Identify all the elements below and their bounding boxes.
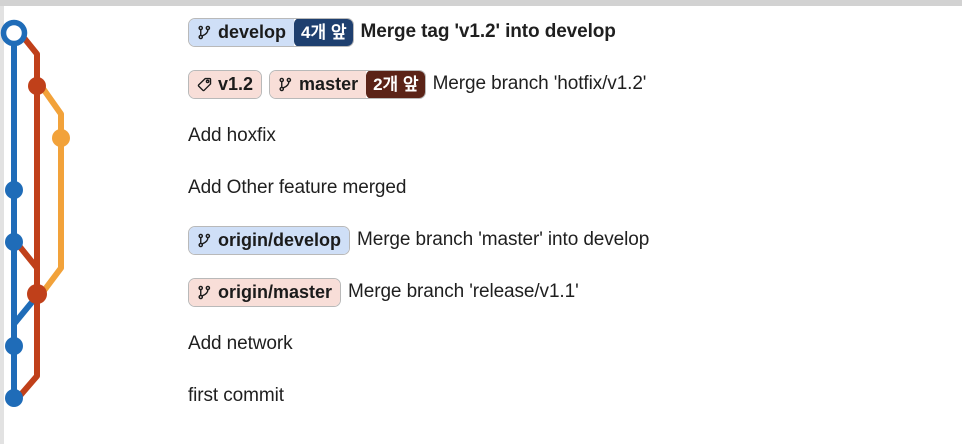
commit-row[interactable]: origin/develop Merge branch 'master' int… — [120, 214, 649, 266]
commit-graph-column — [0, 6, 120, 444]
commit-message: first commit — [188, 385, 284, 406]
commit-message: Add network — [188, 333, 293, 354]
commit-node-head[interactable] — [0, 19, 28, 47]
ref-badge-origin-master[interactable]: origin/master — [188, 277, 342, 307]
commit-message: Merge tag 'v1.2' into develop — [360, 21, 616, 42]
commit-node[interactable] — [28, 77, 46, 95]
commit-graph-svg — [0, 19, 70, 407]
ref-ahead-count: 4개 앞 — [294, 18, 353, 46]
ref-label: master — [299, 74, 359, 94]
commit-node[interactable] — [52, 129, 70, 147]
graph-pane-left-border — [0, 6, 4, 444]
commit-node[interactable] — [5, 181, 23, 199]
commit-message: Merge branch 'release/v1.1' — [348, 281, 579, 302]
commit-row[interactable]: Add network — [120, 318, 293, 370]
commit-node[interactable] — [5, 233, 23, 251]
commit-message: Merge branch 'master' into develop — [357, 229, 650, 250]
git-branch-icon — [196, 284, 213, 301]
commit-row[interactable]: Add hoxfix — [120, 110, 276, 162]
commit-row[interactable]: origin/master Merge branch 'release/v1.1… — [120, 266, 579, 318]
commit-row[interactable]: Add Other feature merged — [120, 162, 406, 214]
ref-label: v1.2 — [218, 74, 254, 94]
ref-badge-develop[interactable]: develop 4개 앞 — [188, 17, 354, 47]
commit-list: develop 4개 앞 Merge tag 'v1.2' into devel… — [120, 6, 962, 444]
commit-node[interactable] — [5, 389, 23, 407]
commit-message: Merge branch 'hotfix/v1.2' — [432, 73, 647, 94]
tag-icon — [196, 76, 213, 93]
commit-row[interactable]: develop 4개 앞 Merge tag 'v1.2' into devel… — [120, 6, 616, 58]
lane-orange-path — [34, 77, 64, 295]
commit-message: Add hoxfix — [188, 125, 276, 146]
ref-label: origin/master — [218, 282, 333, 302]
ref-badge-master[interactable]: master 2개 앞 — [269, 69, 426, 99]
commit-row[interactable]: first commit — [120, 370, 284, 422]
ref-label: origin/develop — [218, 230, 342, 250]
window-header-bar — [0, 0, 962, 6]
git-branch-icon — [196, 232, 213, 249]
commit-row[interactable]: v1.2 master 2개 앞 Merge branch 'hotf — [120, 58, 646, 110]
commit-node[interactable] — [5, 337, 23, 355]
commit-node[interactable] — [27, 284, 47, 304]
ref-ahead-count: 2개 앞 — [366, 70, 425, 98]
commit-message: Add Other feature merged — [188, 177, 407, 198]
git-branch-icon — [196, 24, 213, 41]
ref-badge-origin-develop[interactable]: origin/develop — [188, 225, 351, 255]
ref-badge-tag-v1-2[interactable]: v1.2 — [188, 69, 263, 99]
git-branch-icon — [277, 76, 294, 93]
ref-label: develop — [218, 22, 287, 42]
